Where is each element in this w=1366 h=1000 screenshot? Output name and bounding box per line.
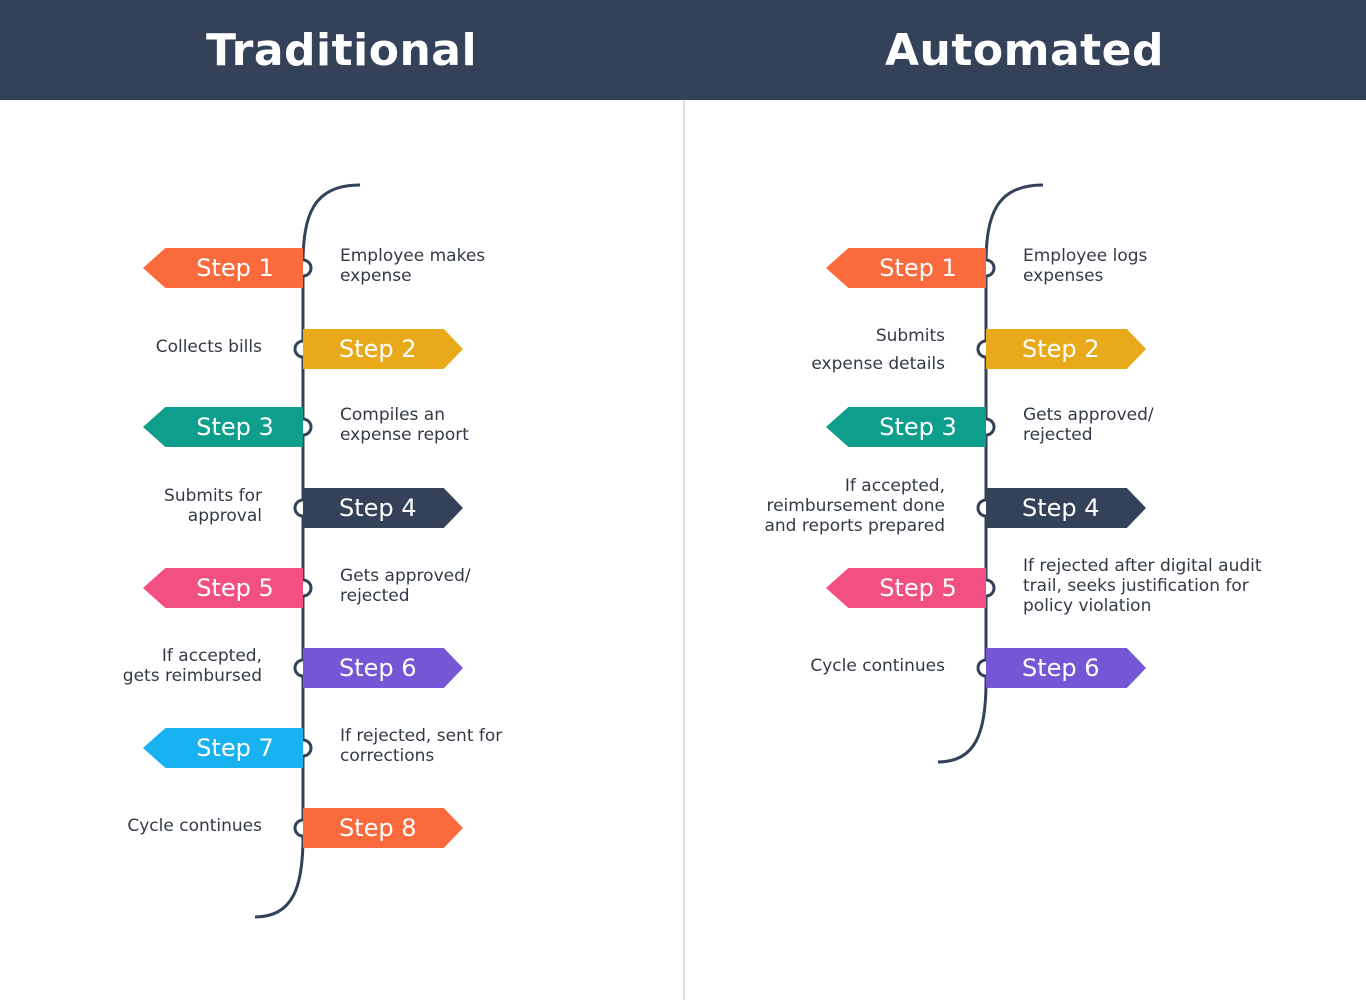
step-5-description: If rejected after digital audit trail, s… xyxy=(1023,556,1262,616)
step-6-tag: Step 6 xyxy=(303,648,463,688)
step-2-tag: Step 2 xyxy=(303,329,463,369)
step-8-description: Cycle continues xyxy=(127,816,262,836)
step-7-description: If rejected, sent for corrections xyxy=(340,726,503,766)
step-4-description: Submits for approval xyxy=(164,486,262,526)
step-6-description: If accepted, gets reimbursed xyxy=(122,646,262,686)
panel-divider xyxy=(683,0,685,1000)
step-3-description: Gets approved/ rejected xyxy=(1023,405,1154,445)
step-1-tag: Step 1 xyxy=(143,248,303,288)
traditional-panel: Traditional Step 1 Employee makes expense… xyxy=(0,0,683,919)
step-5-tag: Step 5 xyxy=(143,568,303,608)
step-2-description: Submits expense details xyxy=(811,326,945,374)
traditional-header: Traditional xyxy=(0,0,683,100)
step-3-tag: Step 3 xyxy=(826,407,986,447)
step-6-description: Cycle continues xyxy=(810,656,945,676)
step-2-tag: Step 2 xyxy=(986,329,1146,369)
step-4-tag: Step 4 xyxy=(303,488,463,528)
step-1-description: Employee makes expense xyxy=(340,246,486,286)
step-7-tag: Step 7 xyxy=(143,728,303,768)
step-1-description: Employee logs expenses xyxy=(1023,246,1148,286)
step-4-tag: Step 4 xyxy=(986,488,1146,528)
step-8-tag: Step 8 xyxy=(303,808,463,848)
automated-header: Automated xyxy=(683,0,1366,100)
step-3-tag: Step 3 xyxy=(143,407,303,447)
step-6-tag: Step 6 xyxy=(986,648,1146,688)
step-5-description: Gets approved/ rejected xyxy=(340,566,471,606)
step-3-description: Compiles an expense report xyxy=(340,405,469,445)
automated-title: Automated xyxy=(884,24,1165,76)
traditional-title: Traditional xyxy=(205,24,478,76)
step-5-tag: Step 5 xyxy=(826,568,986,608)
timeline-curve xyxy=(254,183,361,919)
step-1-tag: Step 1 xyxy=(826,248,986,288)
step-4-description: If accepted, reimbursement done and repo… xyxy=(764,476,945,536)
step-2-description: Collects bills xyxy=(155,337,262,357)
